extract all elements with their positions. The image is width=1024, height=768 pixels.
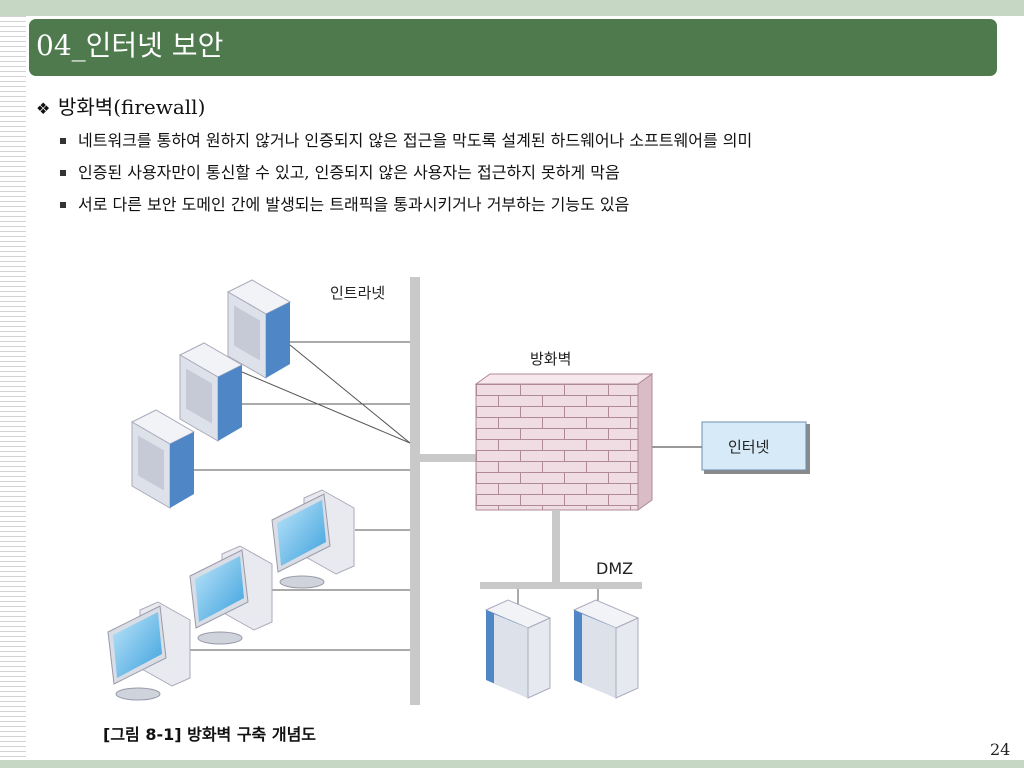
firewall-label: 방화벽 xyxy=(530,350,571,368)
backbone-firewall-link xyxy=(420,454,476,462)
bullet-text: 인증된 사용자만이 통신할 수 있고, 인증되지 않은 사용자는 접근하지 못하… xyxy=(78,163,620,182)
bullet-text: 네트워크를 통하여 원하지 않거나 인증되지 않은 접근을 막도록 설계된 하드… xyxy=(78,131,753,150)
connection-lines xyxy=(190,341,411,651)
dmz-server xyxy=(572,599,640,699)
bullet-list: 네트워크를 통하여 원하지 않거나 인증되지 않은 접근을 막도록 설계된 하드… xyxy=(60,128,920,224)
bottom-band xyxy=(0,760,1024,768)
dmz-label: DMZ xyxy=(596,559,633,578)
square-bullet-icon xyxy=(60,138,66,144)
square-bullet-icon xyxy=(60,202,66,208)
title-bar xyxy=(29,19,997,76)
internet-label: 인터넷 xyxy=(728,438,769,456)
dmz-server xyxy=(484,599,552,699)
workstation xyxy=(107,601,191,701)
internet-box xyxy=(701,421,810,474)
bullet-text: 서로 다른 보안 도메인 간에 발생되는 트래픽을 통과시키거나 거부하는 기능… xyxy=(78,195,630,214)
square-bullet-icon xyxy=(60,170,66,176)
intranet-server xyxy=(130,409,196,509)
intranet-server xyxy=(226,279,292,379)
bullet-item: 서로 다른 보안 도메인 간에 발생되는 트래픽을 통과시키거나 거부하는 기능… xyxy=(60,192,920,217)
figure-caption: [그림 8-1] 방화벽 구축 개념도 xyxy=(103,725,317,744)
dmz-bus xyxy=(480,582,642,589)
slide-title: 04_인터넷 보안 xyxy=(36,29,224,62)
bullet-item: 인증된 사용자만이 통신할 수 있고, 인증되지 않은 사용자는 접근하지 못하… xyxy=(60,160,920,185)
left-stripe-decoration xyxy=(0,16,26,760)
diamond-bullet-icon: ❖ xyxy=(36,99,51,118)
workstation xyxy=(271,489,355,589)
intranet-backbone xyxy=(410,277,420,705)
intranet-server xyxy=(178,342,244,442)
top-band xyxy=(0,0,1024,16)
firewall-diagram: 방화벽 인터넷 DMZ 인트라넷 xyxy=(107,277,810,705)
section-heading: ❖ 방화벽(firewall) xyxy=(36,94,205,122)
firewall-dmz-link xyxy=(552,510,560,584)
heading-text: 방화벽(firewall) xyxy=(58,95,206,119)
intranet-label: 인트라넷 xyxy=(330,284,385,302)
workstation xyxy=(189,545,273,645)
firewall-wall xyxy=(474,373,654,511)
page-number: 24 xyxy=(990,740,1011,759)
bullet-item: 네트워크를 통하여 원하지 않거나 인증되지 않은 접근을 막도록 설계된 하드… xyxy=(60,128,920,153)
